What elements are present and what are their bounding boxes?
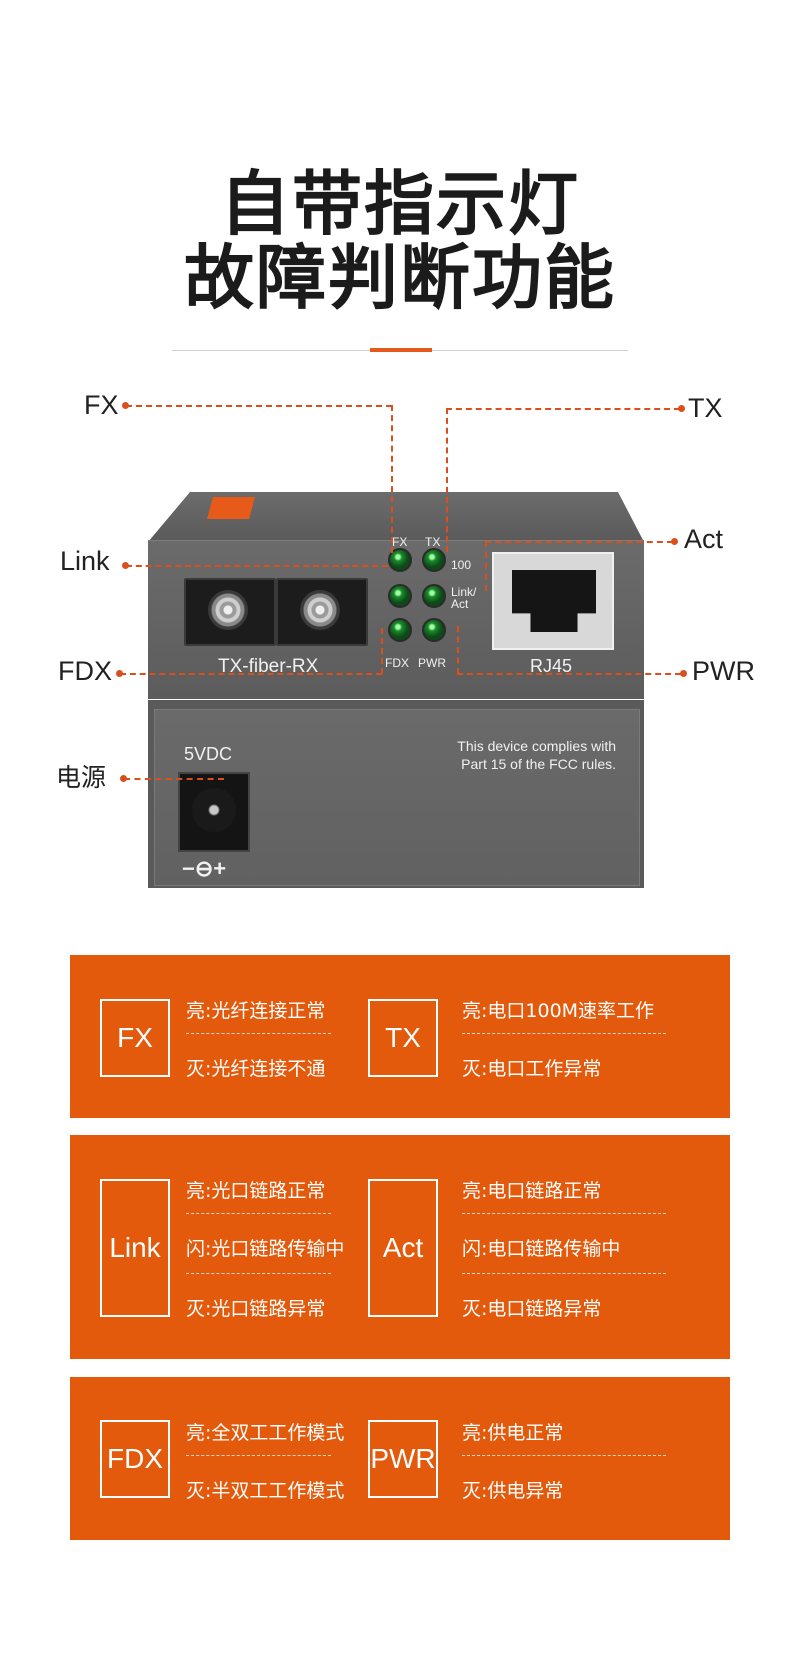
led-tx (422, 548, 446, 572)
led-label-pwr: PWR (418, 656, 446, 670)
dc-power-jack (178, 772, 250, 852)
indicator-code-fdx: FDX (100, 1420, 170, 1498)
led-label-tx: TX (425, 535, 441, 549)
desc-separator (186, 1033, 331, 1034)
callout-line (381, 628, 383, 674)
callout-line (485, 541, 673, 543)
callout-line (126, 565, 388, 567)
title-divider-accent (370, 348, 432, 352)
desc-separator (186, 1273, 331, 1274)
desc-separator (462, 1455, 666, 1456)
callout-line (126, 405, 392, 407)
indicator-desc: 灭:光口链路异常 (186, 1298, 326, 1320)
callout-dot (122, 562, 129, 569)
indicator-panel-fx-tx (70, 955, 730, 1118)
led-label-fdx: FDX (385, 656, 409, 670)
headline-line-2: 故障判断功能 (184, 237, 616, 319)
led-label-link-text: Link/ (451, 585, 477, 599)
led-link (388, 584, 412, 608)
led-act (422, 584, 446, 608)
led-label-100: 100 (451, 558, 472, 572)
fiber-port-tx (184, 578, 276, 646)
indicator-desc: 闪:电口链路传输中 (462, 1238, 621, 1260)
indicator-desc: 亮:供电正常 (462, 1422, 564, 1444)
indicator-panel-fdx-pwr (70, 1377, 730, 1540)
callout-pwr: PWR (692, 656, 755, 686)
callout-dot (680, 670, 687, 677)
headline-line-1: 自带指示灯 (220, 163, 580, 245)
callout-dot (120, 775, 127, 782)
indicator-desc: 亮:电口链路正常 (462, 1180, 602, 1202)
indicator-desc: 灭:电口链路异常 (462, 1298, 602, 1320)
callout-act: Act (684, 524, 724, 554)
indicator-code-tx: TX (368, 999, 438, 1077)
desc-separator (462, 1273, 666, 1274)
desc-separator (186, 1455, 331, 1456)
callout-tx: TX (688, 393, 723, 423)
indicator-desc: 亮:光口链路正常 (186, 1180, 326, 1202)
indicator-code-act: Act (368, 1179, 438, 1317)
callout-line (120, 673, 382, 675)
led-label-link-act: Link/Act (451, 586, 476, 610)
rj45-label: RJ45 (530, 656, 573, 676)
callout-dot (122, 402, 129, 409)
voltage-label: 5VDC (184, 744, 233, 764)
led-label-act-text: Act (451, 597, 469, 611)
callout-line (457, 673, 681, 675)
callout-line (457, 626, 459, 674)
callout-line (124, 778, 224, 780)
callout-dot (678, 405, 685, 412)
fcc-notice-line-2: Part 15 of the FCC rules. (461, 756, 616, 772)
fiber-port-label: TX-fiber-RX (218, 656, 319, 677)
rj45-socket-icon (512, 570, 596, 632)
indicator-desc: 闪:光口链路传输中 (186, 1238, 345, 1260)
power-jack-hole-icon (192, 788, 236, 832)
callout-line (485, 541, 487, 591)
callout-dot (671, 538, 678, 545)
fiber-port-rx (276, 578, 368, 646)
indicator-desc: 亮:电口100M速率工作 (462, 1000, 655, 1022)
callout-line (446, 408, 680, 410)
indicator-panel-link-act (70, 1135, 730, 1359)
indicator-desc: 亮:全双工工作模式 (186, 1422, 345, 1444)
brand-logo (207, 497, 255, 519)
indicator-code-pwr: PWR (368, 1420, 438, 1498)
callout-dot (116, 670, 123, 677)
led-fdx (388, 618, 412, 642)
callout-link: Link (60, 546, 110, 576)
callout-line (446, 408, 448, 552)
polarity-symbol-icon: −⊖+ (182, 856, 227, 881)
callout-line (391, 405, 393, 553)
led-label-fx: FX (392, 535, 408, 549)
callout-fdx: FDX (58, 656, 112, 686)
rj45-port (492, 552, 614, 650)
indicator-desc: 灭:半双工工作模式 (186, 1480, 345, 1502)
led-pwr (422, 618, 446, 642)
indicator-desc: 灭:供电异常 (462, 1480, 564, 1502)
callout-fx: FX (84, 390, 119, 420)
callout-power: 电源 (56, 763, 107, 792)
fiber-ferrule-icon (208, 590, 248, 630)
fiber-ferrule-icon (300, 590, 340, 630)
desc-separator (462, 1033, 666, 1034)
indicator-code-link: Link (100, 1179, 170, 1317)
desc-separator (462, 1213, 666, 1214)
indicator-desc: 亮:光纤连接正常 (186, 1000, 326, 1022)
desc-separator (186, 1213, 331, 1214)
indicator-code-fx: FX (100, 999, 170, 1077)
fcc-notice-line-1: This device complies with (457, 738, 616, 754)
indicator-desc: 灭:电口工作异常 (462, 1058, 602, 1080)
indicator-desc: 灭:光纤连接不通 (186, 1058, 326, 1080)
